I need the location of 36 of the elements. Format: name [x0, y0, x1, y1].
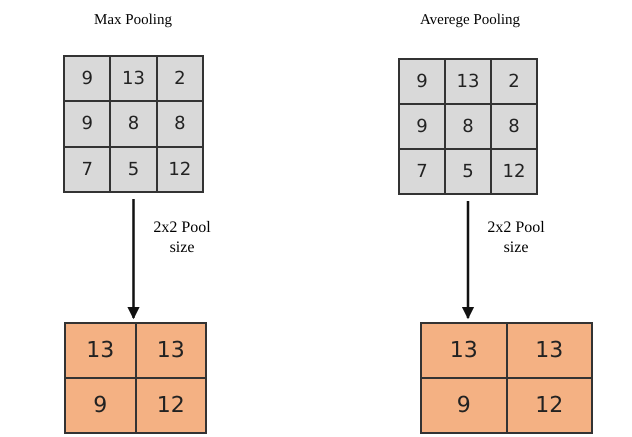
matrix-value: 7: [399, 149, 445, 194]
matrix-value: 13: [445, 59, 491, 104]
matrix-value: 8: [110, 101, 157, 147]
matrix-value: 7: [64, 146, 110, 192]
matrix-value: 13: [506, 323, 592, 378]
matrix-value: 8: [445, 104, 491, 149]
matrix-value: 13: [421, 323, 506, 378]
pooled-matrix: [64, 322, 207, 434]
input-matrix: [63, 55, 204, 193]
matrix-value: 9: [399, 59, 445, 104]
arrow: [127, 199, 140, 320]
matrix-value: 13: [65, 323, 136, 378]
matrix-value: 2: [491, 59, 537, 104]
matrix-value: 8: [156, 101, 203, 147]
matrix-value: 8: [491, 104, 537, 149]
edge-label: 2x2 Pool size: [152, 218, 212, 258]
pooling-title: Max Pooling: [94, 12, 172, 29]
input-matrix: [398, 58, 538, 195]
arrow: [462, 201, 474, 320]
matrix-value: 12: [491, 149, 537, 194]
matrix-value: 13: [136, 323, 206, 378]
matrix-value: 2: [156, 56, 203, 102]
matrix-value: 5: [110, 146, 157, 192]
matrix-value: 9: [64, 101, 110, 147]
edge-label: 2x2 Pool size: [486, 218, 546, 258]
matrix-value: 9: [65, 378, 136, 433]
matrix-value: 12: [506, 378, 592, 433]
matrix-value: 13: [110, 56, 157, 102]
matrix-value: 9: [421, 378, 506, 433]
matrix-value: 12: [156, 146, 203, 192]
matrix-value: 5: [445, 149, 491, 194]
pooling-title: Averege Pooling: [420, 12, 520, 29]
matrix-value: 9: [399, 104, 445, 149]
matrix-value: 12: [136, 378, 206, 433]
pooled-matrix: [420, 322, 593, 434]
matrix-value: 9: [64, 56, 110, 102]
